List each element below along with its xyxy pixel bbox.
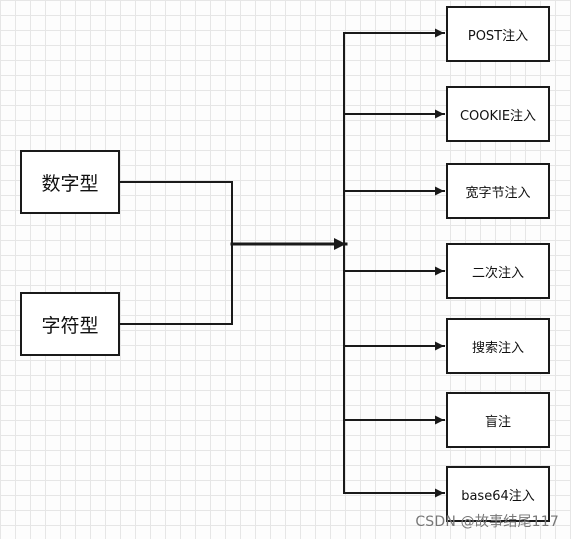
source-node-label: 数字型 [41, 172, 99, 195]
source-node-numeric: 数字型 [20, 150, 120, 214]
target-node-search: 搜索注入 [446, 318, 550, 374]
target-node-post: POST注入 [446, 6, 550, 62]
target-node-wide-byte: 宽字节注入 [446, 163, 550, 219]
target-node-label: 搜索注入 [471, 340, 524, 356]
target-node-label: 二次注入 [471, 265, 524, 281]
target-node-second-order: 二次注入 [446, 243, 550, 299]
target-node-cookie: COOKIE注入 [446, 86, 550, 142]
target-node-label: 宽字节注入 [465, 185, 531, 201]
target-node-label: base64注入 [461, 488, 535, 504]
target-node-blind: 盲注 [446, 392, 550, 448]
target-node-base64: base64注入 [446, 466, 550, 522]
source-node-label: 字符型 [41, 314, 99, 337]
source-node-string: 字符型 [20, 292, 120, 356]
target-node-label: 盲注 [484, 414, 511, 430]
edge-layer [119, 28, 445, 498]
watermark: CSDN @故事结尾117 [415, 514, 559, 530]
target-node-label: COOKIE注入 [459, 108, 537, 124]
target-node-label: POST注入 [467, 28, 529, 44]
